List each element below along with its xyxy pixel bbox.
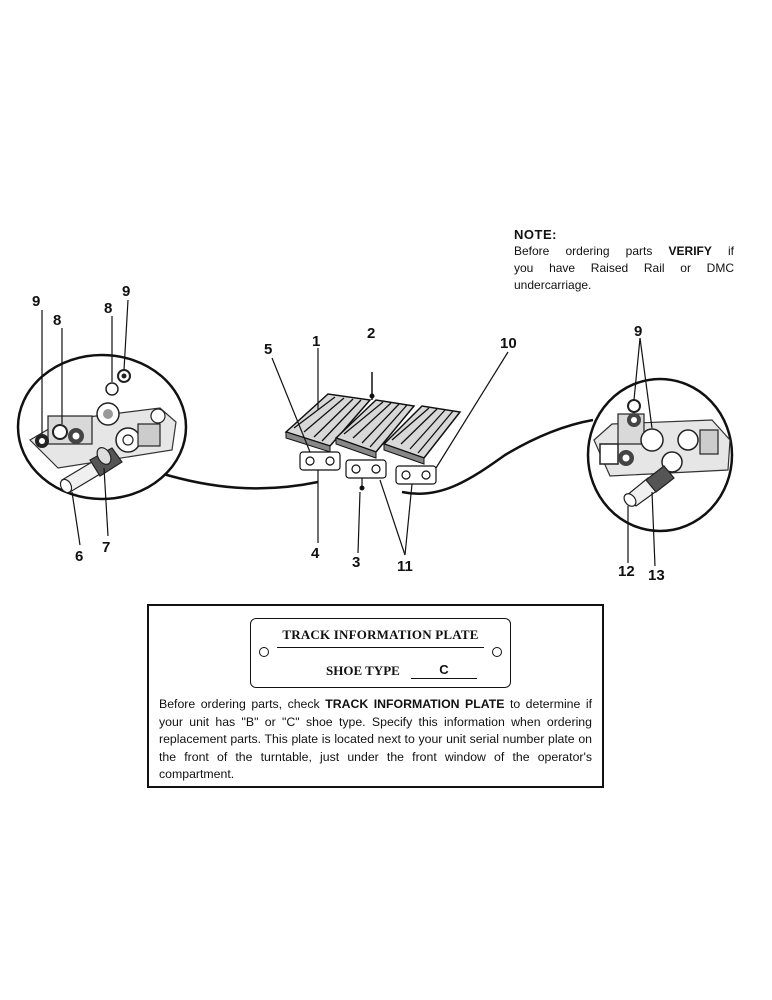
info-paragraph: Before ordering parts, check TRACK INFOR… <box>159 696 592 784</box>
track-links <box>299 451 437 485</box>
note-title: NOTE: <box>514 227 557 242</box>
right-detail-circle <box>586 377 734 533</box>
callout-8: 8 <box>104 300 112 317</box>
center-track-shoes <box>284 372 462 491</box>
track-info-box: TRACK INFORMATION PLATE SHOE TYPE C Befo… <box>147 604 604 788</box>
info-text-post: to determine if your unit has "B" or "C"… <box>159 697 592 781</box>
callout-4: 4 <box>311 545 320 562</box>
callout-9: 9 <box>122 283 130 300</box>
plate-title: TRACK INFORMATION PLATE <box>282 627 479 642</box>
callout-7: 7 <box>102 539 110 556</box>
callout-2: 2 <box>367 325 375 342</box>
callout-10: 10 <box>500 335 517 352</box>
callout-11: 11 <box>397 558 413 575</box>
callout-1: 1 <box>312 333 320 350</box>
track-information-plate: TRACK INFORMATION PLATE SHOE TYPE C <box>250 618 511 688</box>
plate-hole-icon <box>259 647 269 657</box>
right-connector-line <box>401 418 594 495</box>
callout-8: 8 <box>53 312 61 329</box>
note-line-2: you have Raised Rail or DMC <box>514 261 734 275</box>
callout-12: 12 <box>618 563 635 580</box>
note-line-3: undercarriage. <box>514 278 592 292</box>
track-shoe <box>334 399 416 459</box>
callout-5: 5 <box>264 341 272 358</box>
plate-hole-icon <box>492 647 502 657</box>
note-line-1: Before ordering parts VERIFY if <box>514 243 734 260</box>
note-line-1-post: if <box>728 244 735 258</box>
note-verify-emphasis: VERIFY <box>668 244 712 258</box>
callout-3: 3 <box>352 554 360 571</box>
note-block: NOTE: Before ordering parts VERIFY if yo… <box>514 226 734 294</box>
note-line-1-pre: Before ordering parts <box>514 244 653 258</box>
left-detail-circle <box>16 353 188 501</box>
callout-9: 9 <box>32 293 40 310</box>
callout-13: 13 <box>648 567 665 584</box>
info-text-emphasis: TRACK INFORMATION PLATE <box>325 697 505 711</box>
callout-9: 9 <box>634 323 642 340</box>
info-text-pre: Before ordering parts, check <box>159 697 320 711</box>
left-connector-line <box>159 471 319 490</box>
leader-lines <box>41 299 656 567</box>
track-shoe <box>284 393 372 453</box>
track-shoe <box>382 405 462 465</box>
shoe-type-label: SHOE TYPE <box>326 663 400 678</box>
plate-divider <box>277 647 484 648</box>
shoe-type-value: C <box>411 663 477 679</box>
callout-6: 6 <box>75 548 83 565</box>
